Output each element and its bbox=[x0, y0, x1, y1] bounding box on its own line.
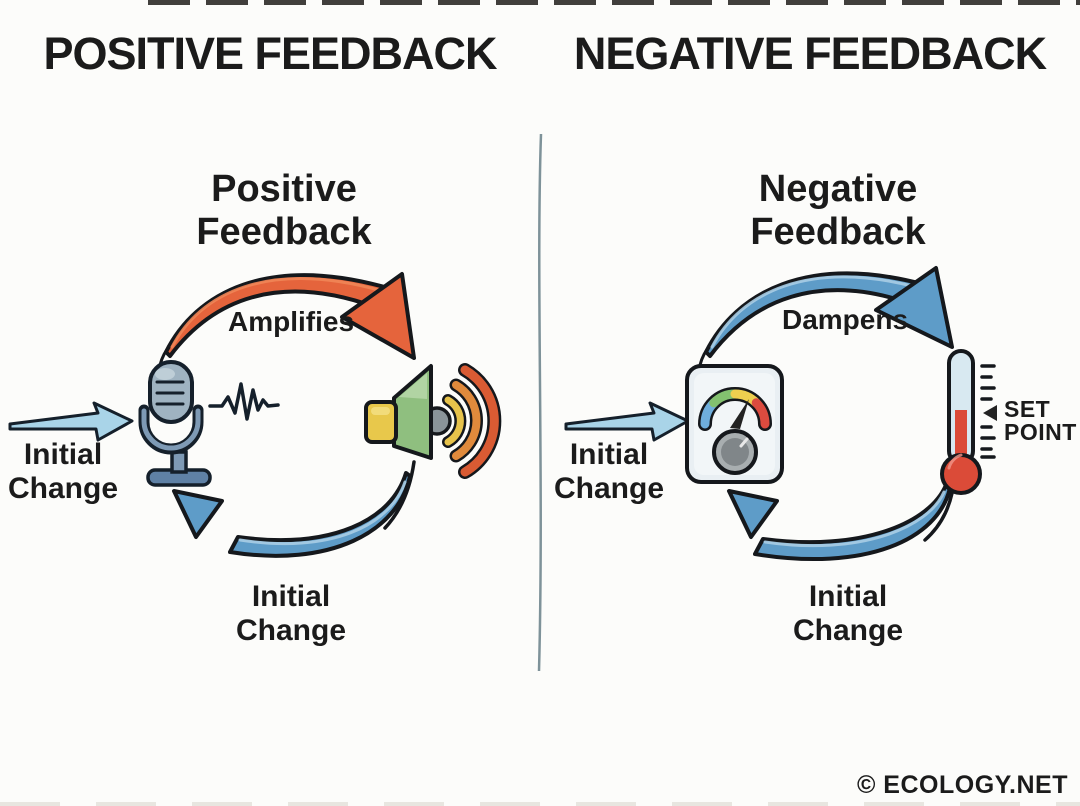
cropped-text-artifact-bottom bbox=[0, 802, 1080, 806]
thermometer-scale-ticks bbox=[980, 364, 996, 459]
cropped-text-artifact-top bbox=[148, 0, 1080, 5]
thermometer-icon bbox=[940, 349, 997, 495]
copyright-text: © ECOLOGY.NET bbox=[856, 771, 1068, 799]
thermostat-gauge-icon bbox=[685, 364, 784, 484]
dampens-arrow bbox=[698, 266, 954, 367]
dampens-label: Dampens bbox=[781, 304, 909, 335]
initial-change-return-label-right: Initial Change bbox=[792, 580, 904, 647]
positive-return-arrow bbox=[172, 460, 416, 558]
speaker-icon bbox=[364, 363, 502, 479]
amplifies-arrow bbox=[158, 272, 416, 367]
positive-loop-title: Positive Feedback bbox=[196, 168, 372, 253]
set-point-label: SET POINT bbox=[1004, 396, 1077, 445]
negative-feedback-heading: NEGATIVE FEEDBACK bbox=[573, 28, 1047, 79]
initial-change-input-label-left: Initial Change bbox=[7, 438, 119, 505]
amplifies-label: Amplifies bbox=[227, 306, 355, 337]
positive-feedback-heading: POSITIVE FEEDBACK bbox=[43, 28, 497, 79]
initial-change-arrow-left bbox=[8, 401, 134, 442]
negative-loop-title: Negative Feedback bbox=[750, 168, 926, 253]
set-point-marker-icon bbox=[983, 405, 997, 421]
initial-change-input-label-right: Initial Change bbox=[553, 438, 665, 505]
initial-change-return-label-left: Initial Change bbox=[235, 580, 347, 647]
microphone-icon bbox=[138, 360, 212, 487]
negative-return-arrow bbox=[727, 473, 957, 562]
sound-wave-icon bbox=[208, 382, 280, 421]
divider-line bbox=[537, 133, 543, 672]
initial-change-arrow-right bbox=[564, 401, 690, 442]
